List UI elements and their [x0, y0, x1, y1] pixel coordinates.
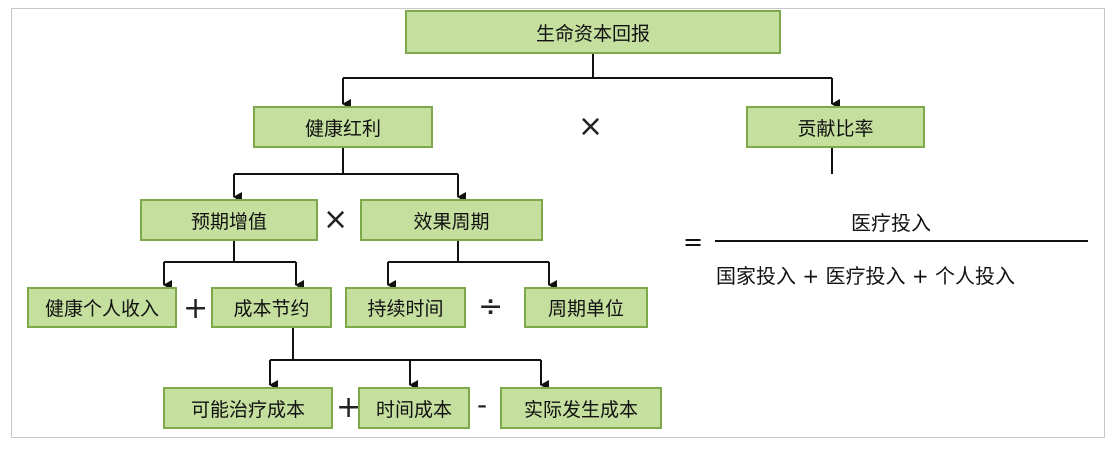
expected-value-box: 预期增值 — [140, 199, 318, 241]
health-personal-income-box: 健康个人收入 — [27, 287, 177, 328]
possible-treatment-cost-box: 可能治疗成本 — [163, 387, 333, 429]
minus-operator-cost: - — [477, 388, 488, 421]
plus-operator-income: + — [183, 291, 209, 326]
plus-operator-cost: + — [336, 390, 362, 425]
divide-operator: ÷ — [478, 289, 504, 324]
multiply-operator-main: × — [578, 109, 604, 144]
effect-period-box: 效果周期 — [360, 199, 543, 241]
root-box: 生命资本回报 — [405, 10, 781, 54]
cost-saving-box: 成本节约 — [211, 287, 332, 328]
contribution-ratio-box: 贡献比率 — [746, 106, 925, 148]
time-cost-box: 时间成本 — [358, 387, 470, 429]
formula-denominator: 国家投入 + 医疗投入 + 个人投入 — [716, 264, 1015, 288]
actual-cost-box: 实际发生成本 — [500, 387, 662, 429]
period-unit-box: 周期单位 — [524, 287, 648, 328]
equals-sign: = — [683, 228, 704, 256]
duration-box: 持续时间 — [345, 287, 466, 328]
formula-numerator: 医疗投入 — [851, 211, 931, 235]
multiply-operator-sub: × — [323, 202, 349, 237]
health-dividend-box: 健康红利 — [253, 106, 433, 148]
